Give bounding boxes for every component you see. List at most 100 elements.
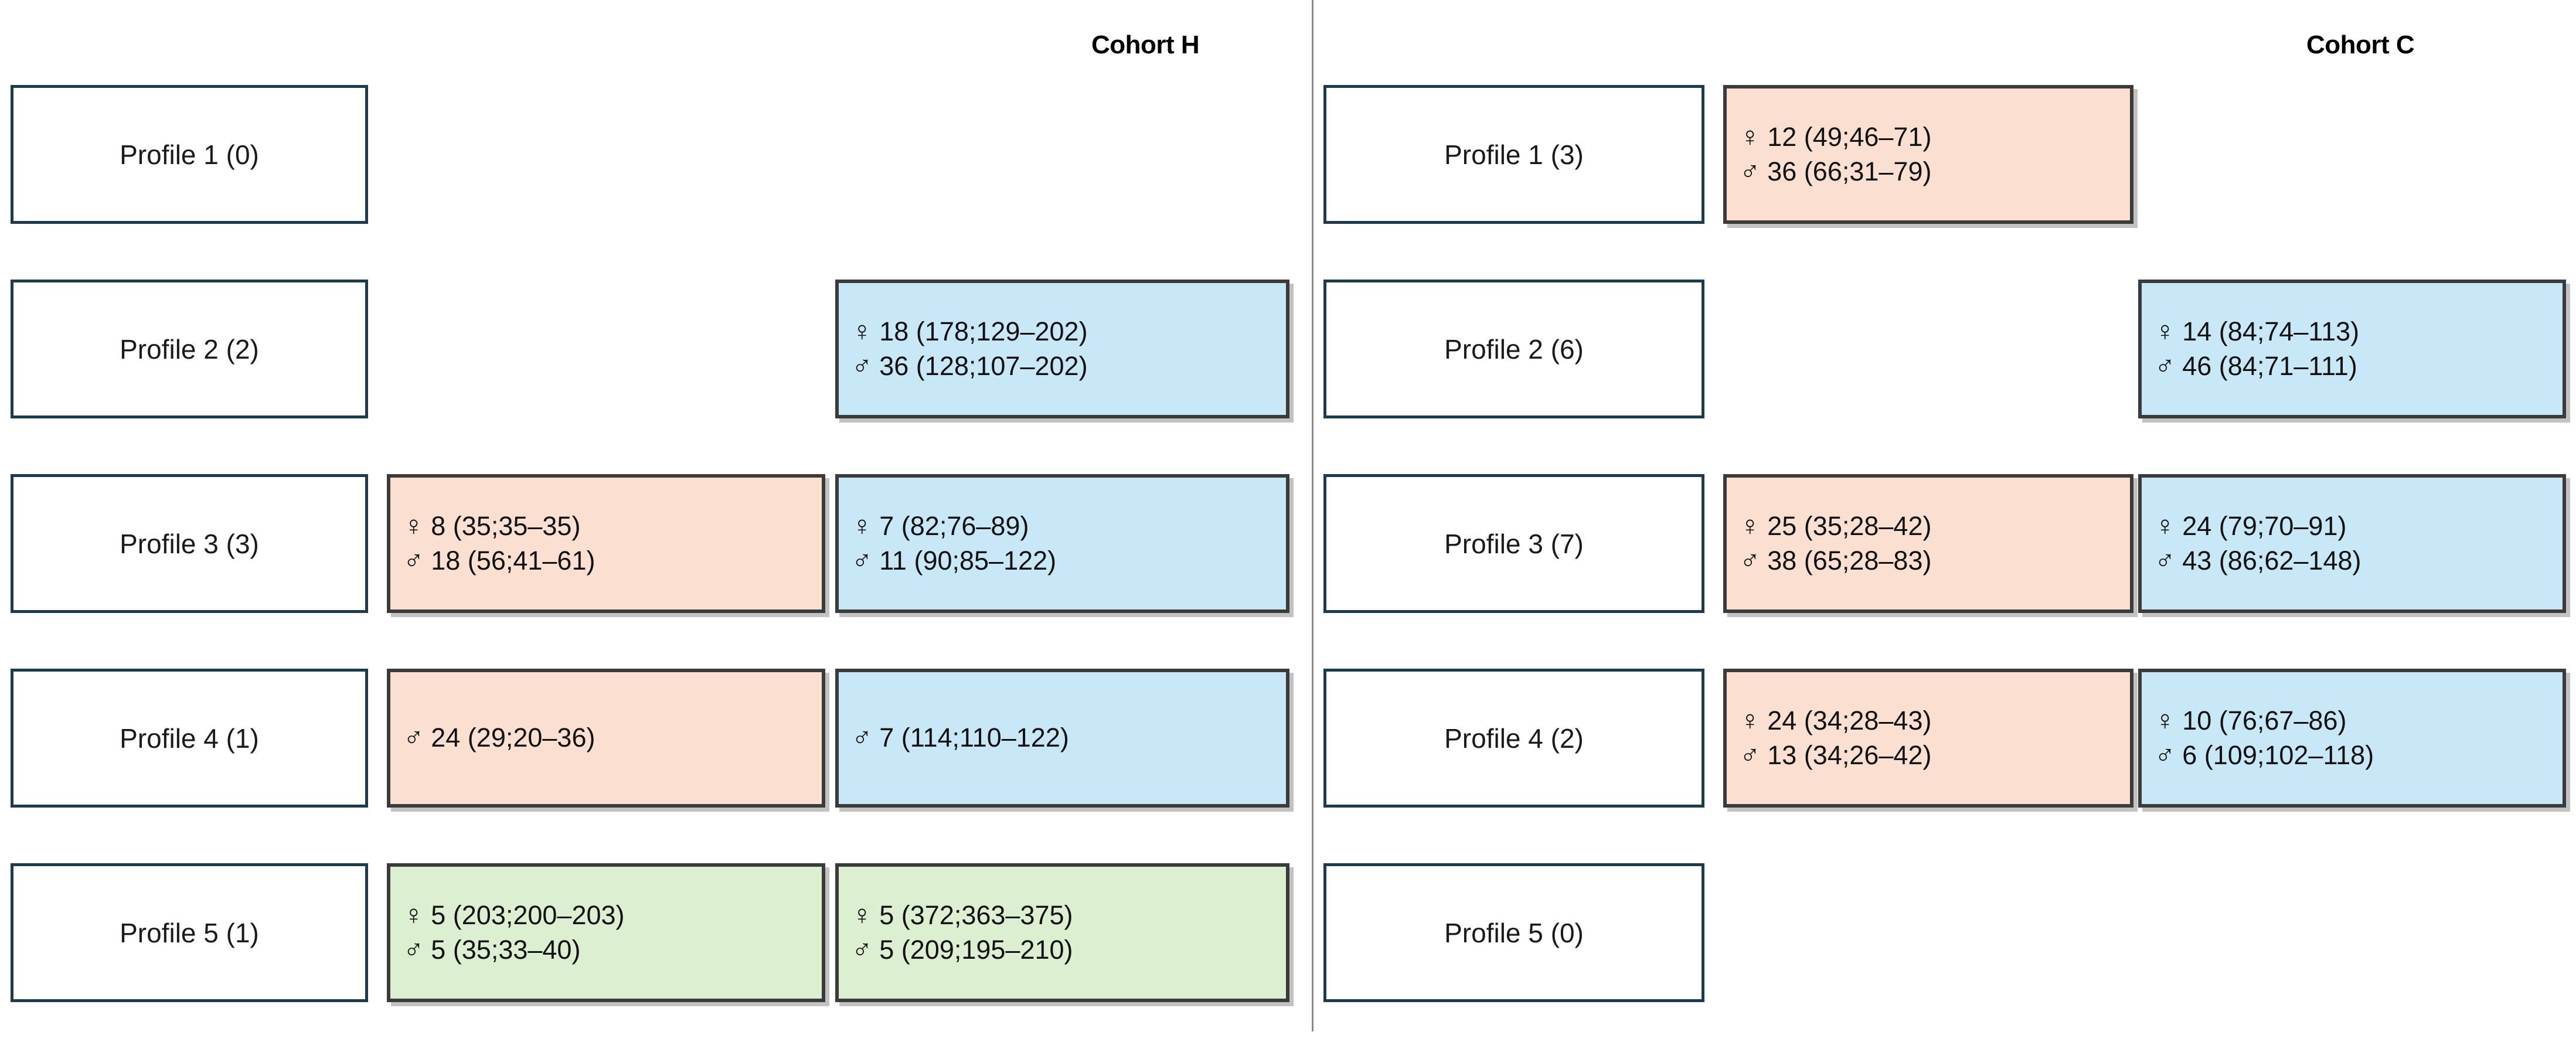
cohort-title-h: Cohort H <box>1091 30 1200 59</box>
stat-box-green: ♀5 (372;363–375)♂5 (209;195–210) <box>835 863 1289 1002</box>
female-icon: ♀ <box>403 899 424 930</box>
male-icon: ♂ <box>852 933 873 965</box>
stat-line: ♂36 (128;107–202) <box>852 349 1088 384</box>
stat-value: 6 (109;102–118) <box>2182 740 2374 770</box>
stat-value: 5 (372;363–375) <box>879 900 1073 930</box>
stat-value: 5 (209;195–210) <box>879 934 1073 965</box>
male-icon: ♂ <box>403 721 424 753</box>
stat-box-blue: ♀18 (178;129–202)♂36 (128;107–202) <box>835 280 1289 418</box>
stat-line: ♂18 (56;41–61) <box>403 544 595 578</box>
stat-value: 46 (84;71–111) <box>2182 350 2357 381</box>
stat-value: 18 (56;41–61) <box>431 545 595 575</box>
stat-box-blue: ♂7 (114;110–122) <box>835 669 1289 808</box>
stat-value: 5 (203;200–203) <box>431 900 625 930</box>
female-icon: ♀ <box>852 510 873 541</box>
stat-value: 38 (65;28–83) <box>1767 545 1932 575</box>
stat-box-blue: ♀10 (76;67–86)♂6 (109;102–118) <box>2138 669 2566 808</box>
profile-box: Profile 4 (1) <box>11 669 368 808</box>
stat-value: 25 (35;28–42) <box>1767 511 1932 541</box>
profile-label: Profile 5 (1) <box>120 917 259 948</box>
male-icon: ♂ <box>2155 349 2176 381</box>
stat-line: ♂11 (90;85–122) <box>852 544 1056 578</box>
male-icon: ♂ <box>2155 544 2176 575</box>
stat-line: ♀18 (178;129–202) <box>852 315 1088 349</box>
stat-value: 43 (86;62–148) <box>2182 545 2361 575</box>
stat-value: 12 (49;46–71) <box>1767 122 1932 152</box>
stat-box-blue: ♀24 (79;70–91)♂43 (86;62–148) <box>2138 474 2566 613</box>
male-icon: ♂ <box>852 349 873 381</box>
male-icon: ♂ <box>1740 544 1761 575</box>
profile-label: Profile 1 (0) <box>120 139 259 170</box>
profile-box: Profile 4 (2) <box>1323 669 1704 808</box>
stat-box-green: ♀5 (203;200–203)♂5 (35;33–40) <box>387 863 825 1002</box>
stat-value: 5 (35;33–40) <box>431 934 581 965</box>
stat-box-peach: ♀8 (35;35–35)♂18 (56;41–61) <box>387 474 825 613</box>
stat-value: 24 (79;70–91) <box>2182 511 2347 541</box>
stat-line: ♀14 (84;74–113) <box>2155 315 2359 349</box>
stat-value: 13 (34;26–42) <box>1767 740 1932 770</box>
profile-box: Profile 3 (3) <box>11 474 368 613</box>
stat-line: ♂13 (34;26–42) <box>1740 738 1931 773</box>
stat-value: 7 (82;76–89) <box>879 511 1029 541</box>
stat-line: ♀8 (35;35–35) <box>403 509 580 544</box>
stat-box-peach: ♀25 (35;28–42)♂38 (65;28–83) <box>1723 474 2133 613</box>
stat-line: ♂38 (65;28–83) <box>1740 544 1931 578</box>
profile-box: Profile 1 (3) <box>1323 85 1704 224</box>
profile-box: Profile 1 (0) <box>11 85 368 224</box>
stat-line: ♂46 (84;71–111) <box>2155 349 2357 384</box>
profile-label: Profile 1 (3) <box>1444 139 1584 170</box>
panel-divider <box>1312 0 1313 1031</box>
cohort-title-c: Cohort C <box>2306 30 2415 59</box>
female-icon: ♀ <box>852 899 873 930</box>
female-icon: ♀ <box>403 510 424 541</box>
stat-line: ♀25 (35;28–42) <box>1740 509 1931 544</box>
stat-line: ♀5 (203;200–203) <box>403 898 625 933</box>
stat-line: ♀10 (76;67–86) <box>2155 704 2346 738</box>
profile-box: Profile 5 (1) <box>11 863 368 1002</box>
profile-label: Profile 4 (2) <box>1444 723 1584 754</box>
stat-line: ♂5 (209;195–210) <box>852 933 1073 968</box>
male-icon: ♂ <box>1740 738 1761 770</box>
stat-line: ♂36 (66;31–79) <box>1740 155 1931 189</box>
stat-line: ♀12 (49;46–71) <box>1740 120 1931 155</box>
male-icon: ♂ <box>1740 155 1761 186</box>
male-icon: ♂ <box>852 721 873 753</box>
stat-box-blue: ♀7 (82;76–89)♂11 (90;85–122) <box>835 474 1289 613</box>
stat-value: 8 (35;35–35) <box>431 511 581 541</box>
stat-box-blue: ♀14 (84;74–113)♂46 (84;71–111) <box>2138 280 2566 418</box>
profile-box: Profile 5 (0) <box>1323 863 1704 1002</box>
stat-line: ♂6 (109;102–118) <box>2155 738 2374 773</box>
stat-line: ♂43 (86;62–148) <box>2155 544 2361 578</box>
stat-line: ♂24 (29;20–36) <box>403 721 595 755</box>
profile-box: Profile 3 (7) <box>1323 474 1704 613</box>
stat-value: 24 (29;20–36) <box>431 723 595 753</box>
stat-line: ♂5 (35;33–40) <box>403 933 580 968</box>
stat-box-peach: ♂24 (29;20–36) <box>387 669 825 808</box>
stat-value: 7 (114;110–122) <box>879 723 1069 753</box>
stat-line: ♀5 (372;363–375) <box>852 898 1073 933</box>
male-icon: ♂ <box>2155 738 2176 770</box>
female-icon: ♀ <box>1740 704 1761 735</box>
female-icon: ♀ <box>2155 704 2176 735</box>
profile-label: Profile 3 (7) <box>1444 528 1584 559</box>
female-icon: ♀ <box>2155 315 2176 346</box>
female-icon: ♀ <box>1740 510 1761 541</box>
male-icon: ♂ <box>403 544 424 575</box>
stat-line: ♀24 (79;70–91) <box>2155 509 2346 544</box>
stat-value: 24 (34;28–43) <box>1767 706 1932 735</box>
female-icon: ♀ <box>852 315 873 346</box>
profile-box: Profile 2 (6) <box>1323 280 1704 418</box>
stat-line: ♂7 (114;110–122) <box>852 721 1069 755</box>
profile-label: Profile 3 (3) <box>120 528 259 559</box>
profile-label: Profile 2 (6) <box>1444 333 1584 365</box>
stat-line: ♀24 (34;28–43) <box>1740 704 1931 738</box>
stat-value: 36 (128;107–202) <box>879 350 1088 381</box>
stat-box-peach: ♀24 (34;28–43)♂13 (34;26–42) <box>1723 669 2133 808</box>
profile-box: Profile 2 (2) <box>11 280 368 418</box>
female-icon: ♀ <box>1740 121 1761 152</box>
stat-value: 36 (66;31–79) <box>1767 156 1932 186</box>
profile-label: Profile 2 (2) <box>120 333 259 365</box>
stat-line: ♀7 (82;76–89) <box>852 509 1029 544</box>
stat-value: 11 (90;85–122) <box>879 545 1057 575</box>
